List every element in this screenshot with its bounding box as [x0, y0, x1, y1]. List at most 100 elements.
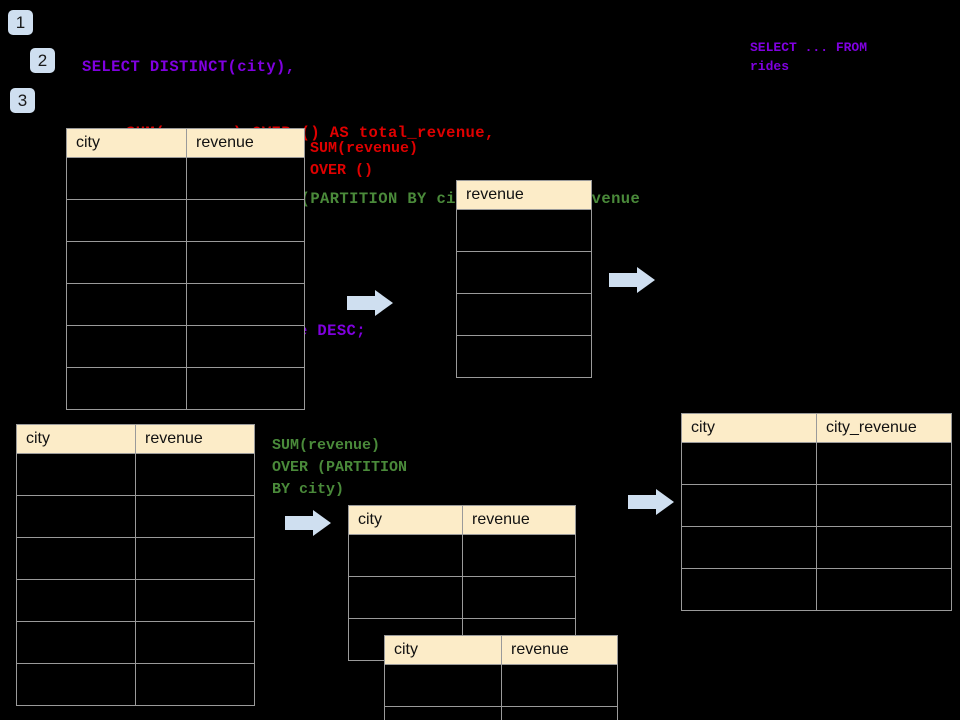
table-row[interactable] — [16, 453, 255, 496]
table-row[interactable] — [66, 283, 305, 326]
column-header-revenue: revenue — [135, 424, 255, 454]
right-arrow-icon — [285, 510, 331, 536]
cell-city — [66, 325, 187, 368]
table-row[interactable] — [456, 293, 592, 336]
cell-revenue — [456, 293, 592, 336]
table-row[interactable] — [681, 526, 952, 569]
table-row[interactable] — [16, 495, 255, 538]
cell-city — [681, 484, 817, 527]
cell-revenue — [462, 576, 576, 619]
column-header-city: city — [348, 505, 463, 535]
table-body — [681, 442, 952, 611]
cell-city — [66, 241, 187, 284]
cell-city — [384, 706, 502, 720]
cell-revenue — [456, 335, 592, 378]
table-body — [16, 453, 255, 706]
cell-city — [681, 526, 817, 569]
cell-revenue — [135, 621, 255, 664]
table-row[interactable] — [16, 621, 255, 664]
table-row[interactable] — [66, 241, 305, 284]
cell-city — [384, 664, 502, 707]
select-from-rides-note: SELECT ... FROM rides — [750, 40, 868, 74]
cell-city — [66, 199, 187, 242]
step-badge-1-label: 1 — [15, 13, 26, 32]
table-body — [384, 664, 618, 720]
column-header-revenue: revenue — [462, 505, 576, 535]
cell-revenue — [186, 283, 305, 326]
table-partition-front[interactable]: city revenue — [384, 635, 618, 720]
cell-city — [681, 568, 817, 611]
cell-revenue — [135, 537, 255, 580]
step-badge-3[interactable]: 3 — [10, 88, 35, 113]
table-row[interactable] — [681, 568, 952, 611]
cell-city — [16, 579, 136, 622]
table-row[interactable] — [456, 251, 592, 294]
right-arrow-icon — [347, 290, 393, 316]
table-row[interactable] — [16, 663, 255, 706]
cell-city — [66, 283, 187, 326]
table-row[interactable] — [384, 706, 618, 720]
right-arrow-icon — [628, 489, 674, 515]
cell-city — [681, 442, 817, 485]
cell-revenue — [135, 579, 255, 622]
arrow-partition-to-result — [628, 489, 674, 520]
table-header-row: city revenue — [348, 505, 576, 535]
table-header-row: city revenue — [384, 635, 618, 665]
column-header-city: city — [681, 413, 817, 443]
table-row[interactable] — [66, 199, 305, 242]
table-row[interactable] — [16, 579, 255, 622]
table-total-revenue[interactable]: revenue — [456, 180, 592, 378]
cell-revenue — [501, 664, 618, 707]
right-arrow-icon — [609, 267, 655, 293]
cell-revenue — [462, 534, 576, 577]
cell-city — [16, 453, 136, 496]
table-header-row: revenue — [456, 180, 592, 210]
table-header-row: city revenue — [66, 128, 305, 158]
cell-city — [16, 621, 136, 664]
table-row[interactable] — [66, 367, 305, 410]
table-row[interactable] — [456, 209, 592, 252]
arrow-source-to-total — [347, 290, 393, 321]
cell-revenue — [501, 706, 618, 720]
column-header-revenue: revenue — [186, 128, 305, 158]
table-row[interactable] — [348, 576, 576, 619]
arrow-total-to-result — [609, 267, 655, 298]
cell-city-revenue — [816, 484, 952, 527]
column-header-city: city — [384, 635, 502, 665]
column-header-city: city — [66, 128, 187, 158]
table-row[interactable] — [66, 157, 305, 200]
table-header-row: city revenue — [16, 424, 255, 454]
cell-city — [66, 157, 187, 200]
cell-revenue — [186, 157, 305, 200]
table-row[interactable] — [16, 537, 255, 580]
arrow-source2-to-partition — [285, 510, 331, 541]
column-header-revenue: revenue — [501, 635, 618, 665]
column-header-city: city — [16, 424, 136, 454]
step-badge-1[interactable]: 1 — [8, 10, 33, 35]
cell-revenue — [135, 495, 255, 538]
table-row[interactable] — [681, 442, 952, 485]
cell-city-revenue — [816, 442, 952, 485]
cell-revenue — [456, 209, 592, 252]
table-row[interactable] — [456, 335, 592, 378]
table-rides-source[interactable]: city revenue — [66, 128, 305, 410]
step-badge-3-label: 3 — [17, 91, 28, 110]
cell-city — [66, 367, 187, 410]
cell-city — [16, 537, 136, 580]
table-header-row: city city_revenue — [681, 413, 952, 443]
cell-revenue — [135, 663, 255, 706]
table-row[interactable] — [348, 534, 576, 577]
table-row[interactable] — [384, 664, 618, 707]
sql-line-select: SELECT DISTINCT(city), — [82, 58, 296, 76]
sum-over-partition-note: SUM(revenue) OVER (PARTITION BY city) — [272, 437, 408, 498]
table-rides-source-2[interactable]: city revenue — [16, 424, 255, 706]
cell-revenue — [186, 325, 305, 368]
table-city-revenue-result[interactable]: city city_revenue — [681, 413, 952, 611]
table-row[interactable] — [66, 325, 305, 368]
cell-city — [16, 663, 136, 706]
column-header-revenue: revenue — [456, 180, 592, 210]
cell-revenue — [456, 251, 592, 294]
table-row[interactable] — [681, 484, 952, 527]
step-badge-2[interactable]: 2 — [30, 48, 55, 73]
cell-city — [16, 495, 136, 538]
